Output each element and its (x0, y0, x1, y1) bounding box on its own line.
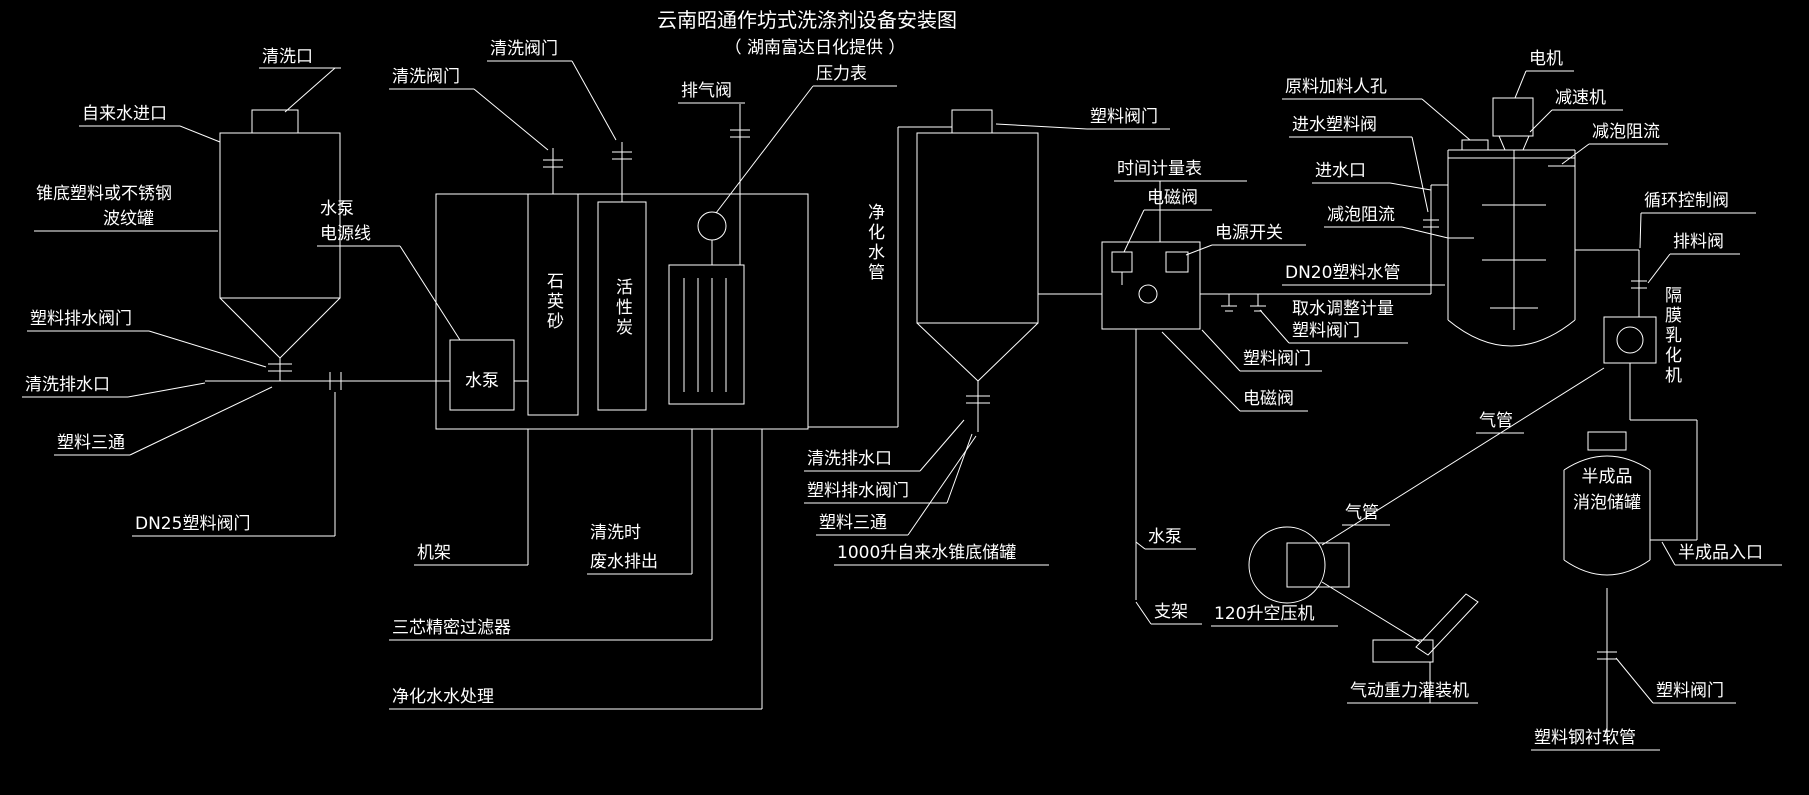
label-intake-adjust-1: 取水调整计量 (1292, 299, 1394, 319)
filter-unit-shape (435, 104, 809, 430)
label-solenoid-valve-top: 电磁阀 (1147, 188, 1198, 208)
label-pump-power-1: 水泵 (320, 199, 354, 219)
defoam-tank-shape (1563, 431, 1651, 742)
label-frame: 机架 (417, 543, 451, 563)
page-subtitle: （ 湖南富达日化提供 ） (725, 38, 906, 58)
label-water-pump: 水泵 (465, 371, 499, 391)
motor-body (1492, 97, 1534, 137)
label-cleaning-port: 清洗口 (262, 47, 313, 67)
label-storage-tank-caption: 1000升自来水锥底储罐 (837, 543, 1016, 563)
label-cleaning-waste-2: 废水排出 (590, 552, 658, 572)
label-purified-water-pipe: 净化水管 (864, 203, 885, 283)
label-inlet-plastic-valve: 进水塑料阀 (1292, 115, 1377, 135)
label-plastic-valve-bottom: 塑料阀门 (1656, 681, 1724, 701)
reducer-body (1498, 135, 1530, 151)
label-tap-water-inlet: 自来水进口 (82, 104, 167, 124)
label-exhaust-valve: 排气阀 (681, 81, 732, 101)
filter-unit-labels: 水泵 石英砂 活性炭 清洗阀门 清洗阀门 排气阀 压力表 水泵 电源线 机架 清… (317, 39, 897, 710)
pressure-gauge-dial (697, 211, 727, 241)
label-cleaning-waste-1: 清洗时 (590, 523, 641, 543)
compressor-shape (1248, 367, 1605, 643)
label-air-pipe-1: 气管 (1479, 411, 1513, 431)
label-water-inlet: 进水口 (1315, 161, 1366, 181)
label-power-switch: 电源开关 (1215, 223, 1283, 243)
label-manhole: 原料加料人孔 (1285, 77, 1387, 97)
label-foam-baffle-left: 减泡阻流 (1327, 205, 1395, 225)
label-activated-carbon: 活性炭 (612, 278, 633, 338)
label-time-meter: 时间计量表 (1117, 159, 1202, 179)
filling-machine-shape: 气动重力灌装机 (1347, 593, 1479, 704)
label-semi-product-inlet: 半成品入口 (1678, 543, 1763, 563)
left-tank-shape (205, 109, 450, 390)
compressor-labels: 120升空压机 气管 气管 (1211, 411, 1524, 627)
label-solenoid-valve-bottom: 电磁阀 (1243, 389, 1294, 409)
label-reducer: 减速机 (1555, 88, 1606, 108)
manhole-port (1461, 139, 1489, 151)
storage-tank-shape (916, 109, 1102, 432)
label-tank-cleaning-drain: 清洗排水口 (807, 449, 892, 469)
label-cleaning-drain-outlet: 清洗排水口 (25, 375, 110, 395)
label-cone-material-2: 波纹罐 (103, 209, 154, 229)
mixing-tank-labels: 原料加料人孔 电机 减速机 进水塑料阀 减泡阻流 进水口 减泡阻流 循环控制阀 … (1282, 49, 1756, 284)
label-compressor-caption: 120升空压机 (1214, 604, 1314, 624)
label-tank-plastic-drain-valve: 塑料排水阀门 (807, 481, 909, 501)
left-tank-labels: 清洗口 自来水进口 锥底塑料或不锈钢 波纹罐 塑料排水阀门 清洗排水口 塑料三通… (22, 47, 341, 537)
label-emulsifier: 隔膜乳化机 (1661, 286, 1682, 386)
label-foam-baffle-right: 减泡阻流 (1592, 122, 1660, 142)
label-support: 支架 (1154, 602, 1188, 622)
label-dn20-pipe: DN20塑料水管 (1285, 263, 1400, 283)
label-water-pump-2: 水泵 (1148, 527, 1182, 547)
label-tank-plastic-tee: 塑料三通 (819, 513, 887, 533)
mixing-tank-shape (1447, 97, 1647, 347)
purified-water-pipe-shape: 净化水管 (808, 126, 952, 428)
label-steel-lined-hose: 塑料钢衬软管 (1534, 728, 1636, 748)
label-precision-filter: 三芯精密过滤器 (392, 618, 511, 638)
control-box-labels: 时间计量表 电磁阀 电源开关 DN20塑料水管 取水调整计量 塑料阀门 塑料阀门… (1114, 159, 1445, 625)
label-cleaning-valve-1: 清洗阀门 (392, 67, 460, 87)
label-defoam-name-1: 半成品 (1582, 467, 1633, 487)
label-pressure-gauge: 压力表 (816, 64, 867, 84)
label-circulation-valve: 循环控制阀 (1644, 191, 1729, 211)
label-plastic-tee: 塑料三通 (57, 433, 125, 453)
defoam-tank-labels: 半成品 消泡储罐 半成品入口 塑料阀门 塑料钢衬软管 (1531, 467, 1782, 751)
label-plastic-valve-mid: 塑料阀门 (1243, 349, 1311, 369)
page-title: 云南昭通作坊式洗涤剂设备安装图 (657, 8, 957, 32)
label-plastic-valve-tank: 塑料阀门 (1090, 107, 1158, 127)
label-quartz-sand: 石英砂 (543, 272, 564, 332)
label-dn25-valve: DN25塑料阀门 (135, 514, 250, 534)
label-air-pipe-2: 气管 (1345, 503, 1379, 523)
label-intake-adjust-2: 塑料阀门 (1292, 321, 1360, 341)
storage-tank-labels: 塑料阀门 清洗排水口 塑料排水阀门 塑料三通 1000升自来水锥底储罐 (804, 107, 1170, 566)
label-pump-power-2: 电源线 (320, 224, 371, 244)
label-motor: 电机 (1529, 49, 1563, 69)
label-defoam-name-2: 消泡储罐 (1573, 493, 1641, 513)
label-discharge-valve: 排料阀 (1673, 232, 1724, 252)
label-filling-machine: 气动重力灌装机 (1350, 681, 1469, 701)
label-cleaning-valve-2: 清洗阀门 (490, 39, 558, 59)
meter-dial (1138, 284, 1158, 304)
label-purified-water-treatment: 净化水水处理 (392, 687, 494, 707)
emulsifier-shape: 隔膜乳化机 (1603, 286, 1698, 541)
label-plastic-drain-valve: 塑料排水阀门 (30, 309, 132, 329)
label-cone-material-1: 锥底塑料或不锈钢 (36, 184, 172, 204)
control-box-shape (1101, 184, 1448, 600)
